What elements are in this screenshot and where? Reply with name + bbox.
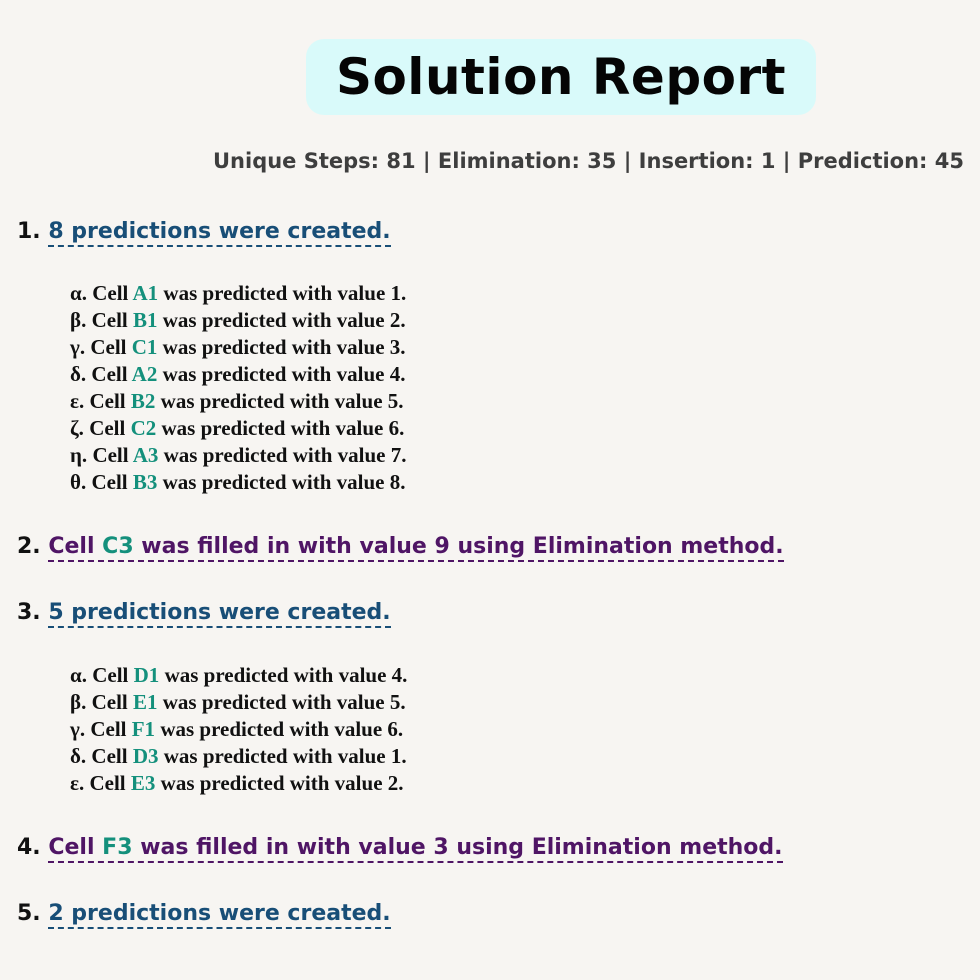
step-1-link[interactable]: 8 predictions were created. [48, 219, 391, 247]
list-item: α. Cell A1 was predicted with value 1. [70, 281, 407, 305]
step-1: 1. 8 predictions were created. [17, 219, 391, 247]
cell-ref: D3 [132, 744, 159, 768]
list-item: β. Cell E1 was predicted with value 5. [70, 690, 406, 714]
cell-ref: A1 [132, 281, 159, 305]
list-item: γ. Cell C1 was predicted with value 3. [70, 335, 406, 359]
step-2-link[interactable]: Cell C3 was filled in with value 9 using… [48, 534, 784, 562]
cell-ref: A2 [131, 362, 158, 386]
cell-ref: C3 [102, 534, 134, 559]
step-number: 3. [17, 600, 41, 625]
stats-summary: Unique Steps: 81 | Elimination: 35 | Ins… [213, 149, 964, 173]
step-4-link[interactable]: Cell F3 was filled in with value 3 using… [48, 835, 783, 863]
cell-ref: B2 [130, 389, 156, 413]
cell-ref: A3 [132, 443, 159, 467]
step-4: 4. Cell F3 was filled in with value 3 us… [17, 835, 783, 863]
step-3-predictions: α. Cell D1 was predicted with value 4. β… [70, 662, 407, 797]
page-title: Solution Report [335, 48, 787, 106]
cell-ref: F1 [131, 717, 156, 741]
step-3-link[interactable]: 5 predictions were created. [48, 600, 391, 628]
list-item: δ. Cell A2 was predicted with value 4. [70, 362, 406, 386]
list-item: θ. Cell B3 was predicted with value 8. [70, 470, 406, 494]
step-number: 5. [17, 901, 41, 926]
cell-ref: E1 [132, 690, 158, 714]
step-number: 1. [17, 219, 41, 244]
list-item: δ. Cell D3 was predicted with value 1. [70, 744, 407, 768]
cell-ref: E3 [130, 771, 156, 795]
cell-ref: C1 [131, 335, 158, 359]
step-number: 4. [17, 835, 41, 860]
step-5: 5. 2 predictions were created. [17, 901, 391, 929]
list-item: η. Cell A3 was predicted with value 7. [70, 443, 407, 467]
cell-ref: B1 [132, 308, 158, 332]
list-item: ε. Cell E3 was predicted with value 2. [70, 771, 404, 795]
list-item: ε. Cell B2 was predicted with value 5. [70, 389, 404, 413]
step-1-predictions: α. Cell A1 was predicted with value 1. β… [70, 280, 406, 496]
cell-ref: B3 [132, 470, 158, 494]
cell-ref: D1 [133, 663, 160, 687]
cell-ref: F3 [102, 835, 133, 860]
step-3: 3. 5 predictions were created. [17, 600, 391, 628]
step-2: 2. Cell C3 was filled in with value 9 us… [17, 534, 784, 562]
step-5-link[interactable]: 2 predictions were created. [48, 901, 391, 929]
step-number: 2. [17, 534, 41, 559]
list-item: γ. Cell F1 was predicted with value 6. [70, 717, 404, 741]
list-item: β. Cell B1 was predicted with value 2. [70, 308, 406, 332]
title-banner: Solution Report [306, 39, 816, 115]
list-item: α. Cell D1 was predicted with value 4. [70, 663, 408, 687]
list-item: ζ. Cell C2 was predicted with value 6. [70, 416, 405, 440]
cell-ref: C2 [130, 416, 157, 440]
